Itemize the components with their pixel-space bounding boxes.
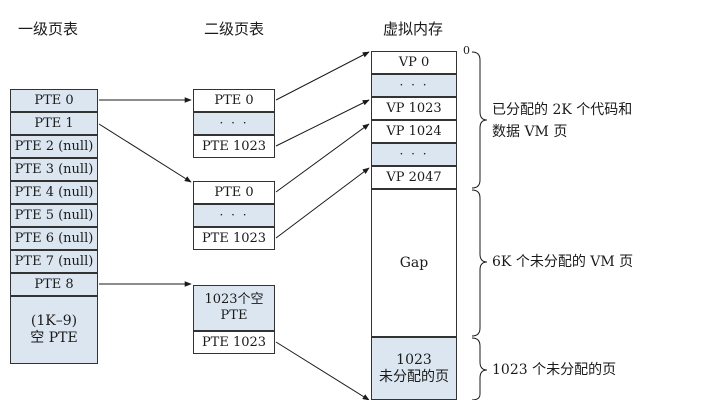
level1-pte-0: PTE 0 xyxy=(10,89,98,112)
vm-vp-0: VP 0 xyxy=(371,51,457,74)
vm-vp-2047: VP 2047 xyxy=(371,166,457,189)
level1-empty-ptes: (1K–9) 空 PTE xyxy=(10,296,98,364)
level2c-empty-ptes: 1023个空 PTE xyxy=(193,285,275,331)
allocated-pages-annotation: 已分配的 2K 个代码和 数据 VM 页 xyxy=(492,102,633,140)
vm-address-zero: 0 xyxy=(463,44,470,57)
level2a-ellipsis: · · · xyxy=(193,112,275,135)
arrow-c-pte1023-to-unallocated xyxy=(275,341,370,400)
level1-pte-8: PTE 8 xyxy=(10,273,98,296)
level1-table-header: 一级页表 xyxy=(18,20,79,38)
level2b-ellipsis: · · · xyxy=(193,204,275,227)
brace-unallocated-6k xyxy=(471,189,488,337)
level2c-pte-1023: PTE 1023 xyxy=(193,331,275,354)
level1-pte-7: PTE 7 (null) xyxy=(10,250,98,273)
vm-ellipsis-1: · · · xyxy=(371,74,457,97)
arrow-b-pte0-to-vp1024 xyxy=(275,123,370,193)
level1-pte-5: PTE 5 (null) xyxy=(10,204,98,227)
unallocated-6k-annotation: 6K 个未分配的 VM 页 xyxy=(492,254,634,270)
level2b-pte-0: PTE 0 xyxy=(193,181,275,204)
vm-vp-1024: VP 1024 xyxy=(371,120,457,143)
level1-pte-3: PTE 3 (null) xyxy=(10,158,98,181)
arrow-pte1-to-table-b xyxy=(98,123,192,183)
level2b-pte-1023: PTE 1023 xyxy=(193,227,275,250)
vm-gap: Gap xyxy=(371,189,457,337)
brace-allocated xyxy=(471,51,488,189)
vm-vp-1023: VP 1023 xyxy=(371,97,457,120)
virtual-memory-header: 虚拟内存 xyxy=(383,20,444,38)
vm-ellipsis-2: · · · xyxy=(371,143,457,166)
arrow-a-pte0-to-vp0 xyxy=(275,51,370,101)
level2a-pte-0: PTE 0 xyxy=(193,89,275,112)
level1-pte-4: PTE 4 (null) xyxy=(10,181,98,204)
arrow-a-pte1023-to-vp1023 xyxy=(275,99,370,147)
unallocated-1023-annotation: 1023 个未分配的页 xyxy=(492,362,617,378)
level1-pte-2: PTE 2 (null) xyxy=(10,135,98,158)
brace-unallocated-1023 xyxy=(471,337,488,400)
level2a-pte-1023: PTE 1023 xyxy=(193,135,275,158)
arrow-b-pte1023-to-vp2047 xyxy=(275,167,370,239)
level1-pte-6: PTE 6 (null) xyxy=(10,227,98,250)
level2-table-header: 二级页表 xyxy=(204,20,265,38)
level1-pte-1: PTE 1 xyxy=(10,112,98,135)
vm-unallocated-pages: 1023 未分配的页 xyxy=(371,337,457,400)
